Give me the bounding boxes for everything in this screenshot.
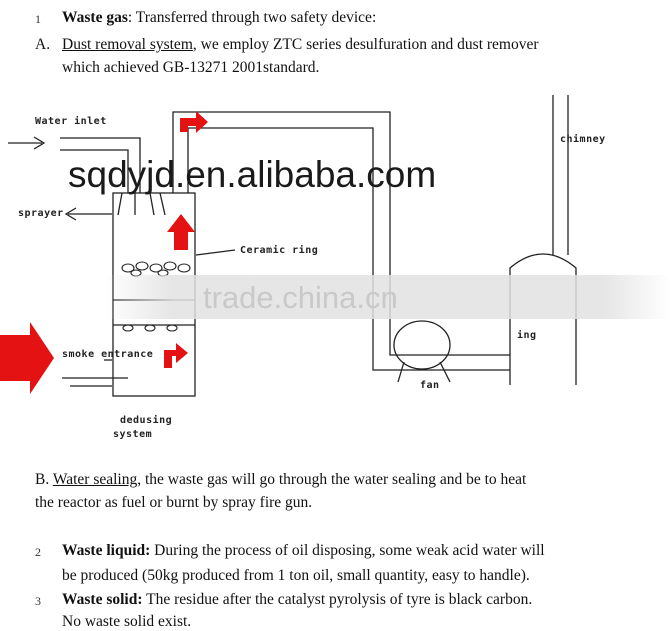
section-3-text-1: The residue after the catalyst pyrolysis… — [142, 591, 533, 608]
inlet-turn-arrow — [164, 343, 188, 368]
section-1-number: 1 — [35, 12, 41, 26]
section-3-line-2: No waste solid exist. — [62, 613, 192, 630]
fan-shape — [393, 320, 451, 370]
dedusting-label-line-1: dedusing — [120, 415, 173, 426]
duct-turn-arrow — [180, 111, 208, 133]
sprayer-label: sprayer — [18, 208, 64, 219]
ceramic-ring-pellets — [121, 261, 191, 332]
gas-duct-outer — [172, 111, 391, 320]
section-1-heading: Waste gas — [62, 9, 128, 26]
water-sealing-tank — [509, 253, 577, 385]
section-2-line-2: be produced (50kg produced from 1 ton oi… — [62, 567, 530, 584]
section-3-line-1: Waste solid: The residue after the catal… — [62, 590, 532, 609]
water-sealing-partial-label: ing — [517, 330, 537, 341]
water-sealing-link: Water sealing — [52, 471, 138, 488]
item-a-line-1: Dust removal system, we employ ZTC serie… — [62, 35, 539, 54]
tower-upflow-arrow — [167, 214, 195, 250]
smoke-entrance-arrow — [0, 322, 54, 394]
alibaba-watermark: sqdyjd.en.alibaba.com — [68, 154, 437, 195]
trade-china-watermark: trade.china.cn — [203, 280, 398, 315]
item-b-line-2: the reactor as fuel or burnt by spray fi… — [35, 494, 313, 511]
smoke-entrance-label: smoke entrance — [62, 349, 154, 360]
section-2-text-1: During the process of oil disposing, som… — [150, 542, 545, 559]
gas-duct-inner — [187, 127, 374, 320]
ceramic-ring-label: Ceramic ring — [240, 245, 319, 256]
fan-label: fan — [420, 380, 440, 391]
section-3-heading: Waste solid: — [62, 591, 143, 608]
chimney-label: chimney — [560, 134, 606, 145]
dust-removal-link: Dust removal system — [62, 36, 193, 53]
section-2-heading: Waste liquid: — [62, 542, 151, 559]
section-2-line-1: Waste liquid: During the process of oil … — [62, 541, 545, 560]
item-b-text-1: , the waste gas will go through the wate… — [137, 471, 527, 488]
dedusting-label-line-2: system — [113, 429, 153, 440]
dedusting-system-diagram — [0, 95, 577, 397]
section-2-number: 2 — [35, 545, 41, 559]
item-a-prefix: A. — [35, 36, 51, 53]
item-b-prefix: B. — [35, 471, 50, 488]
section-1-text: : Transferred through two safety device: — [127, 9, 377, 26]
item-a-line-2: which achieved GB-13271 2001standard. — [62, 59, 320, 76]
section-3-number: 3 — [35, 594, 41, 608]
section-1-line: Waste gas: Transferred through two safet… — [62, 8, 376, 27]
water-inlet-label: Water inlet — [35, 116, 107, 127]
item-b-line-1: B. Water sealing, the waste gas will go … — [35, 470, 526, 489]
water-inlet-pipe — [60, 137, 141, 193]
item-a-text-1: , we employ ZTC series desulfuration and… — [192, 36, 539, 53]
watermark-band — [105, 275, 670, 319]
